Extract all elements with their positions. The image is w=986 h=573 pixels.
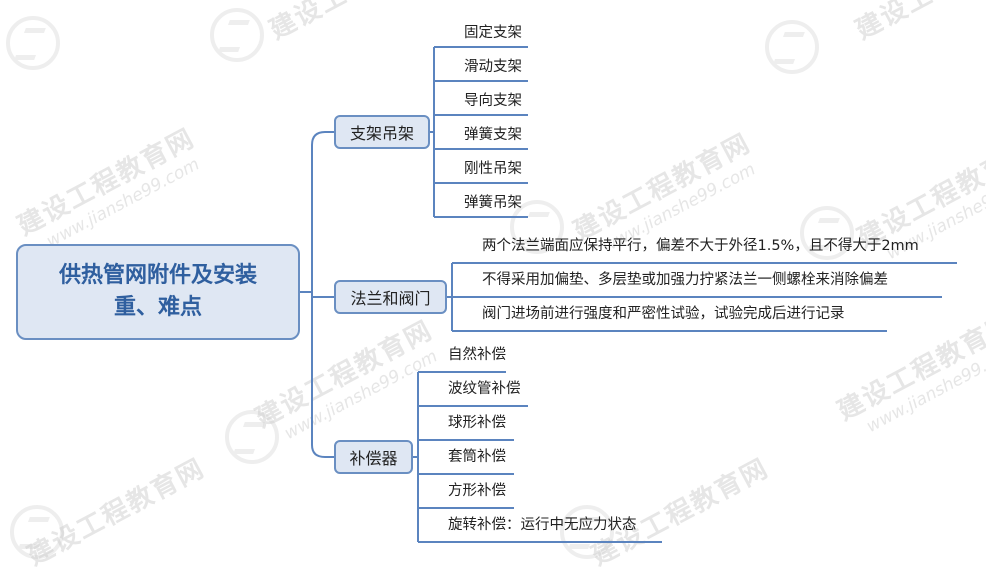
branch-label: 补偿器 — [349, 449, 398, 468]
root-topic-line1: 供热管网附件及安装 — [58, 263, 257, 288]
leaf-item: 旋转补偿：运行中无应力状态 — [448, 517, 637, 533]
leaf-item: 阀门进场前进行强度和严密性试验，试验完成后进行记录 — [482, 306, 845, 322]
leaf-item: 刚性吊架 — [464, 161, 522, 177]
mind-map: 建设工程教育网 www.jianshe99.com 建设工程教育网 建设工程教育… — [0, 0, 986, 557]
branch-label: 法兰和阀门 — [350, 289, 431, 308]
leaf-item: 不得采用加偏垫、多层垫或加强力拧紧法兰一侧螺栓来消除偏差 — [482, 272, 888, 288]
leaf-item: 两个法兰端面应保持平行，偏差不大于外径1.5%，且不得大于2mm — [482, 238, 919, 254]
leaf-item: 套筒补偿 — [448, 449, 506, 465]
leaf-item: 导向支架 — [464, 93, 522, 109]
root-topic-line2: 重、难点 — [113, 295, 202, 320]
connector-lines — [300, 46, 957, 543]
leaf-item: 波纹管补偿 — [448, 381, 521, 397]
branch-support-hanger: 支架吊架 — [334, 115, 430, 149]
leaf-item: 弹簧支架 — [464, 127, 522, 143]
branch-compensator: 补偿器 — [334, 440, 413, 474]
branch-label: 支架吊架 — [349, 124, 414, 143]
root-topic: 供热管网附件及安装 重、难点 — [16, 244, 300, 340]
leaf-item: 固定支架 — [464, 25, 522, 41]
leaf-item: 自然补偿 — [448, 347, 506, 363]
leaf-item: 滑动支架 — [464, 59, 522, 75]
leaf-item: 球形补偿 — [448, 415, 506, 431]
leaf-item: 弹簧吊架 — [464, 195, 522, 211]
leaf-item: 方形补偿 — [448, 483, 506, 499]
branch-flange-valve: 法兰和阀门 — [334, 280, 447, 314]
